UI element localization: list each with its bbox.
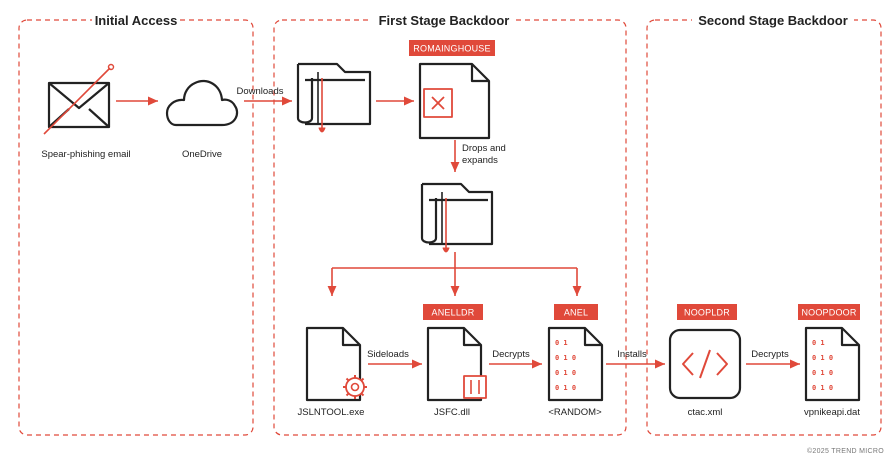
edge-label-expands: expands [462,155,498,166]
label-jslntool: JSLNTOOL.exe [298,407,365,418]
document-x-icon [418,62,491,140]
stage-second-stage-backdoor: Second Stage Backdoor [646,13,882,436]
branch-connector [327,252,582,296]
edge-label-decrypts-1: Decrypts [492,349,530,360]
edge-label-sideloads: Sideloads [367,349,409,360]
svg-text:0 1 0: 0 1 0 [555,369,576,377]
svg-text:0 1 0: 0 1 0 [812,354,833,362]
document-binary-icon: 0 1 0 1 0 0 1 0 0 1 0 [804,326,861,402]
badge-noopldr: NOOPLDR [677,304,737,320]
edge-label-installs: Installs [617,349,647,360]
badge-anelldr: ANELLDR [423,304,483,320]
badge-romainghouse: ROMAINGHOUSE [409,40,495,56]
document-dll-icon [426,326,487,402]
svg-text:ANEL: ANEL [564,308,588,318]
stage-title-first-stage: First Stage Backdoor [379,13,510,28]
envelope-icon [43,63,115,135]
stage-first-stage-backdoor: First Stage Backdoor [273,13,627,436]
badge-noopdoor: NOOPDOOR [798,304,860,320]
stage-initial-access: Initial Access [18,13,254,436]
document-gear-icon [305,326,367,402]
svg-text:0 1: 0 1 [555,339,568,347]
label-onedrive: OneDrive [182,149,222,160]
folder-archive-icon [296,62,372,133]
label-vpnikeapi: vpnikeapi.dat [804,407,860,418]
stage-title-second-stage: Second Stage Backdoor [698,13,848,28]
edge-label-drops: Drops and [462,143,506,154]
svg-text:0 1 0: 0 1 0 [812,369,833,377]
label-spear-phishing-email: Spear-phishing email [41,149,130,160]
footer-copyright: ©2025 TREND MICRO [807,447,884,455]
svg-text:0 1 0: 0 1 0 [555,354,576,362]
label-ctac: ctac.xml [688,407,723,418]
folder-archive-icon [420,182,494,253]
edge-label-decrypts-2: Decrypts [751,349,789,360]
document-binary-icon: 0 1 0 1 0 0 1 0 0 1 0 [547,326,604,402]
svg-text:NOOPDOOR: NOOPDOOR [801,308,856,318]
svg-text:ANELLDR: ANELLDR [432,308,475,318]
stage-title-initial-access: Initial Access [95,13,178,28]
svg-text:0 1: 0 1 [812,339,825,347]
cloud-icon [165,79,239,127]
label-random: <RANDOM> [548,407,602,418]
svg-text:ROMAINGHOUSE: ROMAINGHOUSE [413,44,490,54]
label-jsfc: JSFC.dll [434,407,470,418]
svg-text:0 1 0: 0 1 0 [812,384,833,392]
code-icon [668,328,742,400]
badge-anel: ANEL [554,304,598,320]
edge-label-downloads: Downloads [237,86,284,97]
svg-text:0 1 0: 0 1 0 [555,384,576,392]
svg-text:NOOPLDR: NOOPLDR [684,308,730,318]
